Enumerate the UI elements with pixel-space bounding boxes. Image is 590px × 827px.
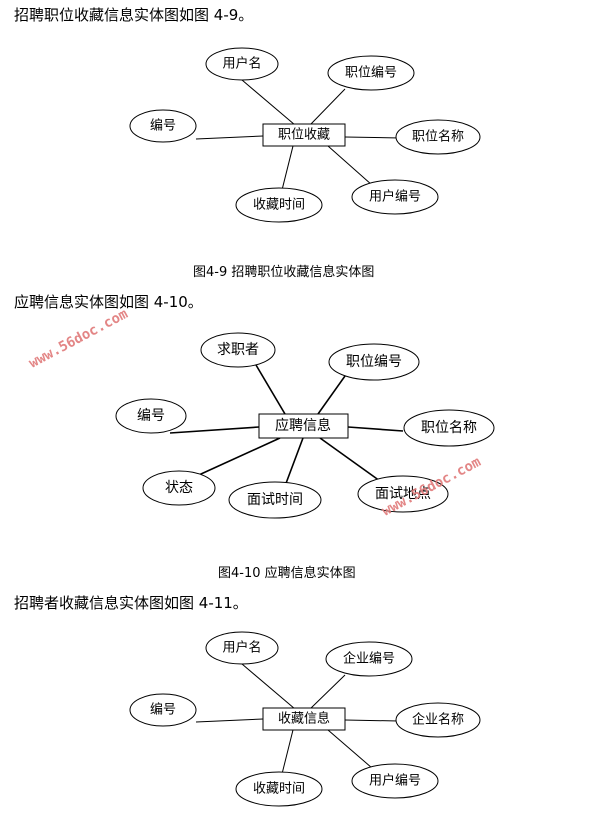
attribute-ellipse — [142, 470, 216, 506]
attribute-label: 面试时间 — [247, 492, 303, 508]
entity-box — [258, 413, 349, 439]
attribute-ellipse — [328, 343, 420, 381]
attribute-label: 用户编号 — [369, 773, 421, 789]
attribute-ellipse — [351, 179, 439, 215]
connector-line — [347, 426, 404, 432]
attribute-label: 收藏时间 — [253, 198, 305, 213]
connector-line — [241, 663, 296, 710]
attribute-ellipse — [351, 763, 439, 799]
connector-line — [309, 674, 346, 710]
connector-line — [189, 437, 281, 480]
attribute-label: 企业编号 — [343, 651, 395, 667]
connector-line — [255, 364, 286, 415]
entity-box — [262, 123, 346, 147]
er-diagram-4-9 — [129, 47, 481, 223]
attribute-label: 职位名称 — [421, 420, 477, 436]
paragraph-fig-4-9: 招聘职位收藏信息实体图如图 4-9。 — [14, 6, 254, 24]
attribute-label: 用户编号 — [369, 189, 421, 205]
figure-caption-4-10: 图4-10 应聘信息实体图 — [218, 566, 356, 581]
connector-line — [195, 718, 264, 723]
attribute-label: 收藏时间 — [253, 782, 305, 797]
attribute-label: 编号 — [150, 703, 176, 718]
attribute-ellipse — [205, 631, 279, 665]
attribute-ellipse — [235, 187, 323, 223]
attribute-label: 求职者 — [217, 342, 259, 358]
connector-line — [344, 136, 401, 139]
er-diagram-4-10 — [115, 332, 495, 519]
attribute-label: 企业名称 — [412, 712, 464, 728]
attribute-ellipse — [395, 119, 481, 155]
connector-line — [241, 79, 296, 126]
attribute-label: 职位名称 — [412, 129, 464, 145]
attribute-ellipse — [235, 771, 323, 807]
connector-line — [327, 145, 373, 186]
attribute-ellipse — [357, 475, 449, 513]
connector-line — [284, 437, 304, 487]
entity-box — [262, 707, 346, 731]
connector-line — [281, 729, 294, 775]
connector-line — [327, 729, 373, 769]
connector-line — [317, 375, 346, 415]
attribute-ellipse — [228, 481, 322, 519]
attribute-ellipse — [327, 55, 415, 91]
attribute-ellipse — [205, 47, 279, 81]
attribute-label: 编号 — [150, 119, 176, 134]
attribute-label: 状态 — [165, 480, 193, 496]
entity-label: 应聘信息 — [275, 417, 331, 434]
attribute-label: 职位编号 — [346, 354, 402, 370]
connector-line — [281, 145, 294, 191]
er-diagram-4-11 — [129, 631, 481, 807]
attribute-ellipse — [395, 702, 481, 738]
figure-caption-4-9: 图4-9 招聘职位收藏信息实体图 — [193, 265, 375, 280]
attribute-label: 职位编号 — [345, 66, 397, 81]
connector-line — [309, 88, 346, 126]
watermark-text: www.56doc.com — [26, 306, 130, 372]
attribute-ellipse — [325, 641, 413, 677]
connector-line — [169, 426, 260, 434]
attribute-label: 用户名 — [222, 56, 261, 72]
paragraph-fig-4-11: 招聘者收藏信息实体图如图 4-11。 — [14, 594, 248, 612]
attribute-ellipse — [129, 693, 197, 727]
attribute-ellipse — [115, 398, 187, 434]
connector-line — [344, 719, 399, 722]
paragraph-fig-4-10: 应聘信息实体图如图 4-10。 — [14, 293, 203, 311]
connector-line — [195, 135, 264, 140]
attribute-ellipse — [403, 409, 495, 447]
attribute-label: 编号 — [137, 408, 165, 424]
attribute-ellipse — [129, 109, 197, 143]
entity-label: 职位收藏 — [278, 128, 330, 143]
attribute-label: 用户名 — [222, 640, 261, 656]
attribute-ellipse — [200, 332, 276, 368]
entity-label: 收藏信息 — [278, 711, 330, 727]
connector-line — [319, 437, 381, 482]
attribute-label: 面试地点 — [375, 486, 431, 502]
